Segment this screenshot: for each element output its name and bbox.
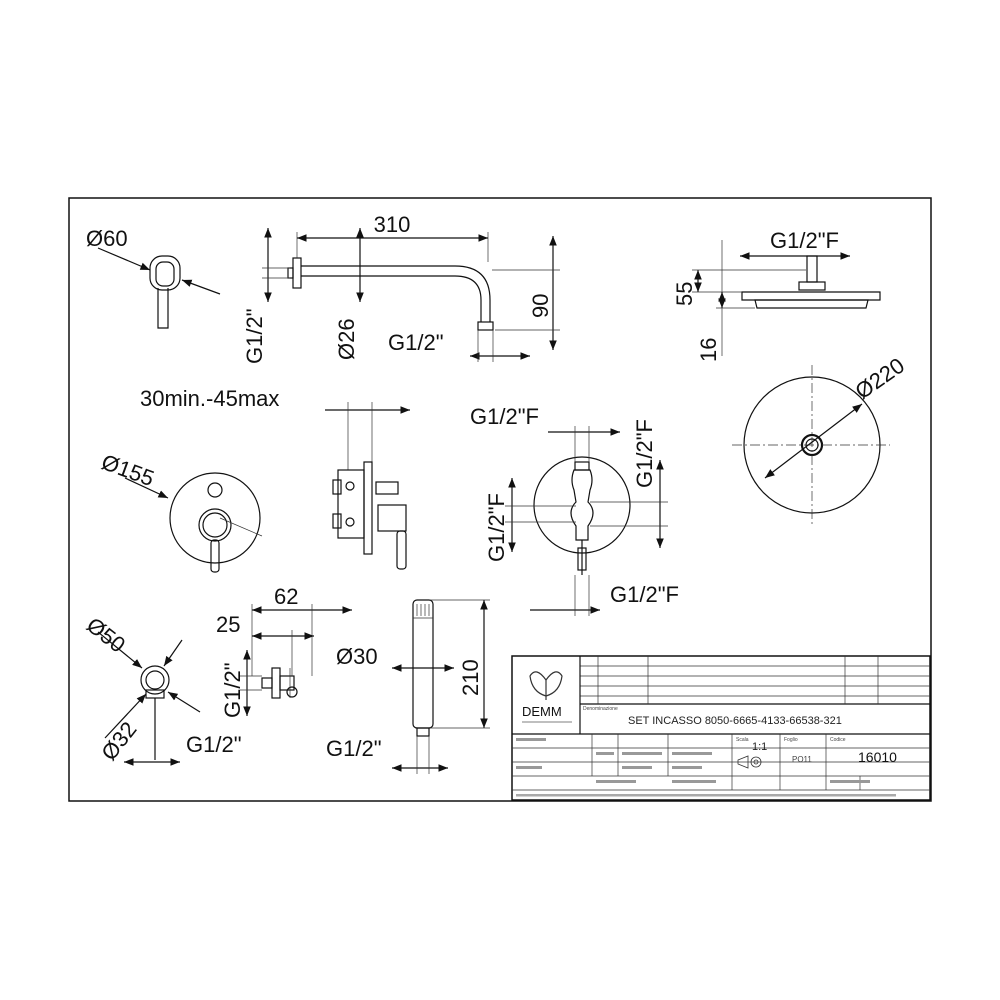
code-field-label: Codice — [830, 737, 846, 743]
hand-shower-thread-label: G1/2" — [326, 736, 382, 761]
port-left-thread-label: G1/2"F — [484, 493, 509, 562]
head-height-label: 55 — [672, 282, 697, 306]
flange-diameter-label: Ø60 — [86, 226, 128, 251]
mixer-depth-label: 30min.-45max — [140, 386, 279, 411]
outlet-inner-diameter-label: Ø32 — [96, 717, 141, 765]
hand-shower-length-label: 210 — [458, 659, 483, 696]
wall-flange-view: Ø60 — [86, 226, 221, 329]
arm-diameter-label: Ø26 — [334, 318, 359, 360]
sheet-border — [68, 197, 932, 802]
description-field-label: Denominazione — [583, 706, 618, 712]
hand-shower-diameter-label: Ø30 — [336, 644, 378, 669]
head-diameter-label: Ø220 — [851, 353, 909, 404]
outlet-thread-label: G1/2" — [186, 732, 242, 757]
arm-drop-label: 90 — [528, 294, 553, 318]
outlet-outer-diameter-label: Ø50 — [82, 612, 130, 657]
scale-field-label: Scala — [736, 737, 749, 743]
hand-shower-view: Ø30 210 G1/2" — [326, 599, 490, 774]
outlet-depth-label: 25 — [216, 612, 240, 637]
head-thickness-label: 16 — [696, 338, 721, 362]
arm-wall-thread-label: G1/2" — [242, 308, 267, 364]
shower-arm-view: 310 G1/2" Ø26 90 G1/2" — [242, 212, 560, 364]
mixer-plate-diameter-label: Ø155 — [98, 449, 157, 491]
head-top-view: Ø220 — [732, 353, 909, 525]
drawing-scale: 1:1 — [752, 741, 767, 753]
brand-name: DEMM — [522, 704, 562, 719]
drawing-description: SET INCASSO 8050-6665-4133-66538-321 — [628, 715, 842, 727]
outlet-width-label: 62 — [274, 584, 298, 609]
arm-end-thread-label: G1/2" — [388, 330, 444, 355]
title-block: DEMM Denominazione SET INCASSO 8050-6665… — [511, 655, 931, 801]
demm-logo: DEMM — [522, 671, 572, 723]
port-top-thread-label: G1/2"F — [470, 404, 539, 429]
mixer-plate-view: Ø155 — [98, 449, 263, 573]
mixer-side-view: 30min.-45max — [140, 386, 410, 570]
mixer-ports-view: G1/2"F G1/2"F G1/2"F G1/2"F — [470, 404, 679, 616]
port-right-thread-label: G1/2"F — [632, 419, 657, 488]
head-side-view: G1/2"F 55 16 — [672, 228, 881, 362]
head-thread-label: G1/2"F — [770, 228, 839, 253]
arm-length-label: 310 — [374, 212, 411, 237]
port-bottom-thread-label: G1/2"F — [610, 582, 679, 607]
sheet-field-label: Foglio — [784, 737, 798, 743]
outlet-side-view: 62 25 G1/2" — [216, 584, 352, 718]
outlet-side-thread-label: G1/2" — [220, 662, 245, 718]
sheet-number: PO11 — [792, 755, 812, 764]
projection-symbol-icon — [737, 755, 762, 769]
drawing-code: 16010 — [858, 749, 897, 765]
